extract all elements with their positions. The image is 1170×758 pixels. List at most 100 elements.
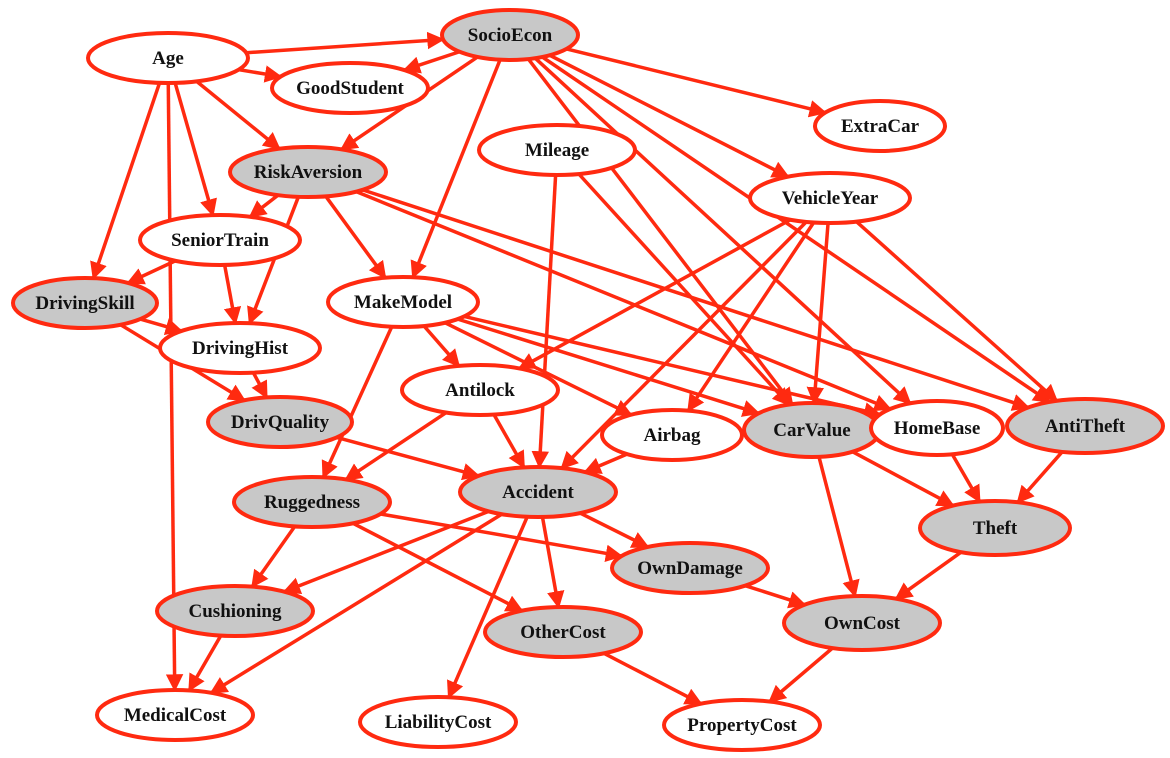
node-label: Antilock [445, 380, 515, 401]
edge-mileage-to-accident [531, 174, 558, 469]
node-airbag: Airbag [600, 408, 744, 462]
node-ellipse [358, 695, 518, 749]
edge-makemodel-to-antilock [422, 324, 461, 368]
node-antilock: Antilock [400, 363, 560, 417]
edge-theft-to-owncost [894, 550, 963, 601]
node-ellipse [610, 541, 770, 595]
edge-vehicleyear-to-airbag [686, 221, 816, 413]
edge-ruggedness-to-cushioning [250, 525, 297, 589]
node-cushioning: Cushioning [155, 584, 315, 638]
node-riskaversion: RiskAversion [228, 145, 388, 199]
edge-socioecon-to-goodstudent [402, 50, 461, 74]
node-ellipse [477, 123, 637, 177]
node-label: Mileage [525, 140, 589, 161]
edge-riskaversion-to-seniortrain [248, 193, 280, 219]
node-ellipse [86, 31, 250, 85]
edge-vehicleyear-to-antitheft [855, 220, 1059, 403]
edge-antitheft-to-theft [1016, 450, 1064, 504]
node-label: Age [152, 48, 184, 69]
edge-othercost-to-propertycost [603, 651, 703, 706]
edge-airbag-to-accident [583, 452, 628, 474]
node-vehicleyear: VehicleYear [748, 171, 912, 225]
edge-socioecon-to-vehicleyear [549, 53, 790, 179]
node-label: HomeBase [894, 418, 981, 439]
edge-socioecon-to-extracar [566, 47, 827, 118]
node-propertycost: PropertyCost [662, 698, 822, 752]
node-ellipse [483, 605, 643, 659]
edge-age-to-goodstudent [238, 65, 283, 83]
edge-socioecon-to-antitheft [541, 55, 1052, 404]
node-socioecon: SocioEcon [440, 8, 580, 62]
edge-seniortrain-to-drivinghist [222, 264, 242, 325]
node-label: DrivingSkill [35, 293, 134, 314]
node-label: Airbag [644, 425, 702, 446]
node-theft: Theft [918, 499, 1072, 557]
node-label: MakeModel [354, 292, 452, 313]
node-label: AntiTheft [1045, 416, 1126, 437]
node-carvalue: CarValue [742, 401, 882, 459]
node-medicalcost: MedicalCost [95, 688, 255, 742]
node-ellipse [918, 499, 1072, 557]
node-othercost: OtherCost [483, 605, 643, 659]
edges-layer [90, 31, 1064, 706]
node-ellipse [270, 61, 430, 115]
node-label: VehicleYear [782, 188, 879, 209]
edge-accident-to-owndamage [579, 511, 650, 549]
node-antitheft: AntiTheft [1005, 397, 1165, 455]
edge-makemodel-to-airbag [444, 321, 633, 417]
edge-accident-to-othercost [540, 516, 565, 609]
node-liabilitycost: LiabilityCost [358, 695, 518, 749]
node-ellipse [600, 408, 744, 462]
edge-seniortrain-to-drivingskill [126, 259, 177, 285]
node-label: MedicalCost [124, 705, 227, 726]
node-label: SocioEcon [468, 25, 553, 46]
node-label: LiabilityCost [385, 712, 492, 733]
node-ellipse [440, 8, 580, 62]
node-label: CarValue [773, 420, 850, 441]
node-mileage: Mileage [477, 123, 637, 177]
node-owncost: OwnCost [782, 594, 942, 652]
edge-vehicleyear-to-carvalue [806, 222, 830, 405]
edge-age-to-medicalcost [165, 82, 184, 692]
node-ellipse [158, 321, 322, 375]
edge-carvalue-to-owncost [817, 456, 860, 598]
node-label: DrivQuality [231, 412, 330, 433]
edge-makemodel-to-homebase [463, 314, 882, 420]
node-ellipse [869, 399, 1005, 457]
node-ellipse [206, 395, 354, 449]
node-label: PropertyCost [687, 715, 797, 736]
edge-mileage-to-carvalue [577, 172, 791, 406]
edge-owndamage-to-owncost [744, 583, 807, 609]
node-ellipse [232, 475, 392, 529]
edge-age-to-riskaversion [195, 79, 281, 151]
edge-cushioning-to-medicalcost [187, 634, 223, 692]
node-ellipse [11, 276, 159, 330]
node-extracar: ExtraCar [813, 99, 947, 153]
edge-drivquality-to-accident [336, 435, 481, 481]
node-ellipse [228, 145, 388, 199]
node-label: Cushioning [189, 601, 282, 622]
node-ellipse [662, 698, 822, 752]
edge-accident-to-cushioning [282, 509, 490, 595]
node-ruggedness: Ruggedness [232, 475, 392, 529]
edge-carvalue-to-theft [851, 450, 955, 508]
edge-antilock-to-ruggedness [344, 411, 448, 481]
edge-age-to-socioecon [246, 31, 445, 55]
node-label: ExtraCar [841, 116, 920, 137]
node-ellipse [138, 213, 302, 267]
node-seniortrain: SeniorTrain [138, 213, 302, 267]
edge-owncost-to-propertycost [768, 646, 834, 703]
node-owndamage: OwnDamage [610, 541, 770, 595]
node-label: DrivingHist [192, 338, 289, 359]
edge-accident-to-medicalcost [209, 512, 503, 695]
node-label: OwnCost [824, 613, 901, 634]
edge-age-to-seniortrain [173, 82, 217, 217]
node-age: Age [86, 31, 250, 85]
node-ellipse [748, 171, 912, 225]
edge-riskaversion-to-makemodel [324, 195, 387, 280]
node-label: OtherCost [520, 622, 606, 643]
node-homebase: HomeBase [869, 399, 1005, 457]
node-goodstudent: GoodStudent [270, 61, 430, 115]
node-ellipse [400, 363, 560, 417]
